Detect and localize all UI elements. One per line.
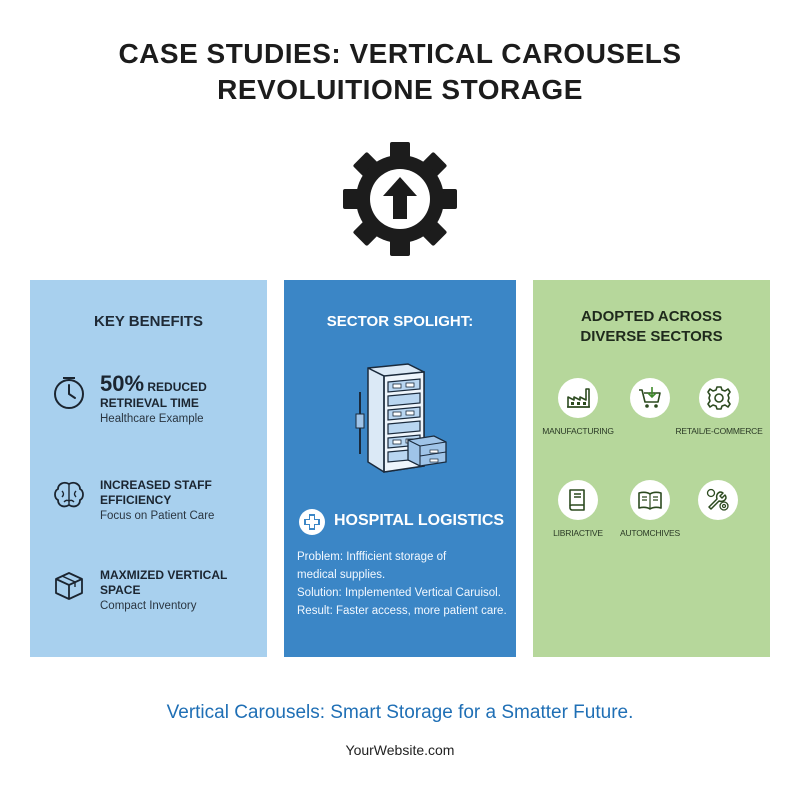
shopping-cart-icon xyxy=(639,387,661,408)
key-benefits-heading: KEY BENEFITS xyxy=(94,313,203,330)
brain-icon xyxy=(54,481,84,508)
case-result: Result: Faster access, more patient care… xyxy=(297,605,507,617)
footer-website[interactable]: YourWebsite.com xyxy=(345,742,455,758)
title-line-2: REVOLUITIONE STORAGE xyxy=(217,74,583,105)
sector-spotlight-panel: SECTOR SPOLIGHT: xyxy=(284,280,516,657)
hospital-logistics-title: HOSPITAL LOGISTICS xyxy=(334,512,505,529)
footer-tagline: Vertical Carousels: Smart Storage for a … xyxy=(166,702,634,723)
vertical-carousel-illustration xyxy=(355,363,447,473)
page-title: CASE STUDIES: VERTICAL CAROUSELS REVOLUI… xyxy=(0,36,800,108)
sector-label: MANUFACTURING xyxy=(542,426,614,436)
benefit-sub: Compact Inventory xyxy=(100,600,197,612)
medical-plus-icon xyxy=(299,509,325,535)
benefit-sub: Focus on Patient Care xyxy=(100,510,215,522)
case-study-text: Problem: Inffficient storage of medical … xyxy=(297,548,509,620)
heading-line-2: DIVERSE SECTORS xyxy=(580,328,723,345)
factory-icon xyxy=(567,388,590,408)
case-solution: Solution: Implemented Vertical Caruisol. xyxy=(297,587,501,599)
clock-icon xyxy=(54,377,84,409)
sector-label: RETAIL/E-COMMERCE xyxy=(675,426,763,436)
diverse-sectors-panel: ADOPTED ACROSS DIVERSE SECTORS MANUFACTU… xyxy=(533,280,770,657)
hospital-logistics-row: HOSPITAL LOGISTICS xyxy=(298,508,508,538)
benefit-head: INCREASED STAFF EFFICIENCY xyxy=(100,478,212,507)
book-icon xyxy=(569,489,585,511)
key-benefits-panel: KEY BENEFITS 50% REDUCED RETRIEVAL TIME … xyxy=(30,280,267,657)
box-icon xyxy=(55,572,83,600)
sector-spotlight-heading: SECTOR SPOLIGHT: xyxy=(326,313,474,330)
sector-label: LIBRIACTIVE xyxy=(553,528,603,538)
title-line-1: CASE STUDIES: VERTICAL CAROUSELS xyxy=(118,38,682,69)
sector-archives: AUTOMCHIVES xyxy=(615,480,685,538)
benefit-head: MAXMIZED VERTICAL SPACE xyxy=(100,568,228,597)
sector-label: AUTOMCHIVES xyxy=(620,528,680,538)
case-problem-cont: medical supplies. xyxy=(297,569,386,581)
diverse-sectors-heading: ADOPTED ACROSS DIVERSE SECTORS xyxy=(533,307,770,347)
benefit-head-line2: RETRIEVAL TIME xyxy=(100,396,199,410)
gear-up-arrow-icon xyxy=(343,142,457,256)
open-book-icon xyxy=(638,491,662,510)
sector-retail: RETAIL/E-COMMERCE xyxy=(673,378,765,436)
benefit-head-rest: REDUCED xyxy=(147,380,207,394)
gear-icon xyxy=(707,386,731,410)
sector-manufacturing: MANUFACTURING xyxy=(538,378,618,436)
case-problem: Problem: Inffficient storage of xyxy=(297,551,447,563)
wrench-gear-icon xyxy=(706,488,729,511)
sector-maintenance xyxy=(695,480,741,520)
sector-library: LIBRIACTIVE xyxy=(538,480,618,538)
sector-cart xyxy=(627,378,673,418)
benefit-percent: 50% xyxy=(100,371,145,396)
heading-line-1: ADOPTED ACROSS xyxy=(580,308,723,325)
benefit-sub: Healthcare Example xyxy=(100,413,204,425)
